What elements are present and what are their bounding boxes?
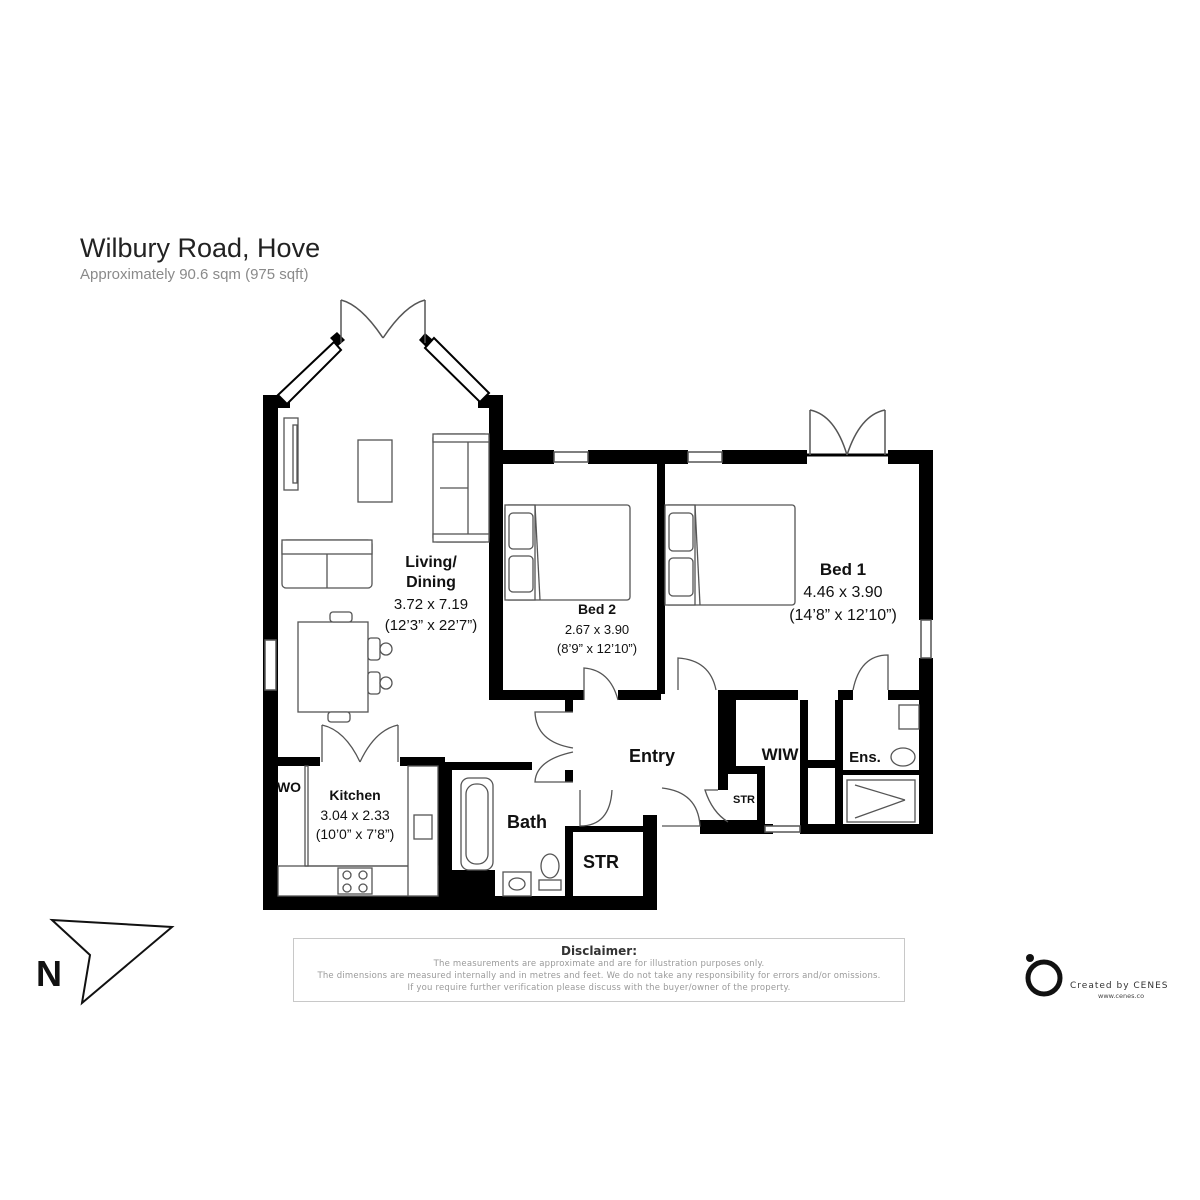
bed2-door xyxy=(583,667,619,701)
ensuite-door xyxy=(852,654,889,691)
bed2-name: Bed 2 xyxy=(578,601,616,617)
brand-text: Created by CENES xyxy=(1070,981,1169,991)
toilet xyxy=(540,853,560,879)
disclaimer-line: If you require further verification plea… xyxy=(407,983,791,993)
property-area: Approximately 90.6 sqm (975 sqft) xyxy=(80,266,309,283)
ensuite-toilet xyxy=(890,747,916,767)
cenes-logo-icon xyxy=(1025,954,1063,997)
ensuite-sink xyxy=(898,704,920,730)
bed2-imperial: (8’9” x 12’10”) xyxy=(557,641,637,656)
coffee-table xyxy=(357,439,393,503)
wiw-name: WIW xyxy=(762,745,800,764)
str-large-name: STR xyxy=(583,852,619,872)
kitchen-imperial: (10’0” x 7’8”) xyxy=(316,826,395,842)
bed1-metric: 4.46 x 3.90 xyxy=(803,584,882,601)
bath-door xyxy=(534,751,574,783)
str-small-name: STR xyxy=(733,794,755,806)
ensuite-name: Ens. xyxy=(849,749,881,766)
bed1-bed xyxy=(664,504,796,606)
french-door-left xyxy=(340,299,384,339)
north-label: N xyxy=(36,953,62,994)
living-name-2: Dining xyxy=(406,574,456,591)
bed2-metric: 2.67 x 3.90 xyxy=(565,622,629,637)
bed1-name: Bed 1 xyxy=(820,560,866,579)
furniture xyxy=(277,417,920,897)
bed1-french-doors xyxy=(807,409,888,457)
front-door xyxy=(661,787,701,827)
kitchen-name: Kitchen xyxy=(329,787,380,803)
sofa-right xyxy=(432,433,490,543)
living-imperial: (12’3” x 22’7”) xyxy=(385,617,478,634)
wo-name: WO xyxy=(277,779,301,795)
brand-url: www.cenes.co xyxy=(1098,992,1145,1000)
living-name-1: Living/ xyxy=(405,554,457,571)
kitchen-metric: 3.04 x 2.33 xyxy=(320,807,389,823)
bath-name: Bath xyxy=(507,812,547,832)
str-small-door xyxy=(704,789,729,823)
disclaimer-box: Disclaimer: The measurements are approxi… xyxy=(293,938,905,1002)
french-door-right xyxy=(382,299,426,339)
sofa-left xyxy=(281,539,373,589)
dining-table xyxy=(297,611,393,723)
bed2-bed xyxy=(504,504,631,601)
bay-window xyxy=(276,299,491,406)
kitchen-sink xyxy=(413,814,433,840)
bed1-door xyxy=(677,657,717,691)
str-door xyxy=(579,789,613,827)
windows xyxy=(264,451,932,833)
entry-name: Entry xyxy=(629,746,675,766)
bed1-imperial: (14’8” x 12’10”) xyxy=(789,607,897,624)
disclaimer-title: Disclaimer: xyxy=(560,944,637,958)
entry-door-left xyxy=(534,711,574,749)
north-arrow-icon xyxy=(49,918,175,1006)
property-title: Wilbury Road, Hove xyxy=(80,233,321,263)
walls xyxy=(263,395,933,910)
disclaimer-line: The measurements are approximate and are… xyxy=(433,959,765,969)
room-labels: Living/ Dining 3.72 x 7.19 (12’3” x 22’7… xyxy=(277,554,897,872)
living-metric: 3.72 x 7.19 xyxy=(394,596,468,613)
disclaimer-line: The dimensions are measured internally a… xyxy=(317,971,881,981)
